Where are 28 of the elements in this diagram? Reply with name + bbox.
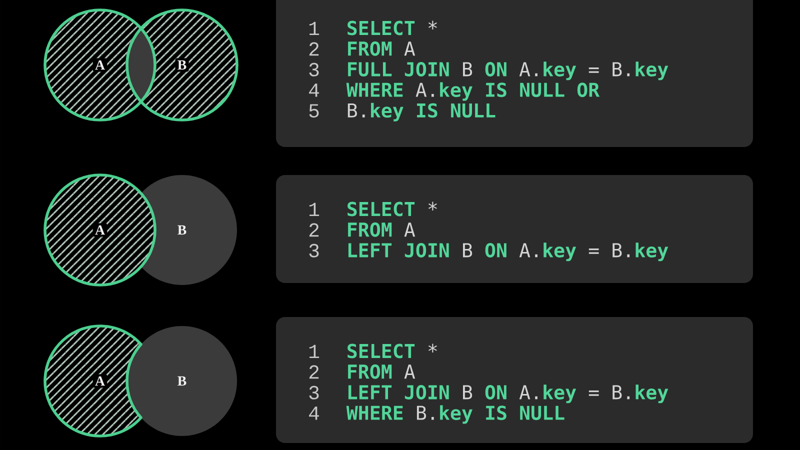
code-line: SELECT * [348,344,437,358]
line-number: 1 [309,202,320,216]
line-number: 2 [309,42,319,56]
code-panel [276,175,753,283]
line-number: 4 [309,406,319,420]
line-number: 2 [309,223,319,237]
code-panel [276,0,753,147]
line-number: 3 [309,386,319,400]
line-number: 3 [309,62,319,76]
line-number: 1 [309,22,320,35]
line-number: 4 [309,84,319,97]
line-number: 5 [309,104,319,118]
code-line: SELECT * [348,20,437,36]
code-line: FROM A [348,41,416,56]
code-line: WHERE B.key IS NULL [346,405,564,424]
venn-crescent: A [44,324,142,438]
code-line: FROM A [348,222,416,237]
code-line: LEFT JOIN B ON A.key = B.key [348,242,668,262]
code-line: FROM A [348,364,416,379]
code-panel [276,317,753,443]
code-line: WHERE A.key IS NULL OR [346,82,600,101]
line-number: 3 [309,244,319,258]
line-number: 2 [309,365,319,379]
line-number: 1 [309,344,320,358]
code-line: LEFT JOIN B ON A.key = B.key [348,384,668,404]
code-line: SELECT * [348,202,437,216]
code-line: B.key IS NULL [348,102,496,122]
code-line: FULL JOIN B ON A.key = B.key [348,62,668,80]
